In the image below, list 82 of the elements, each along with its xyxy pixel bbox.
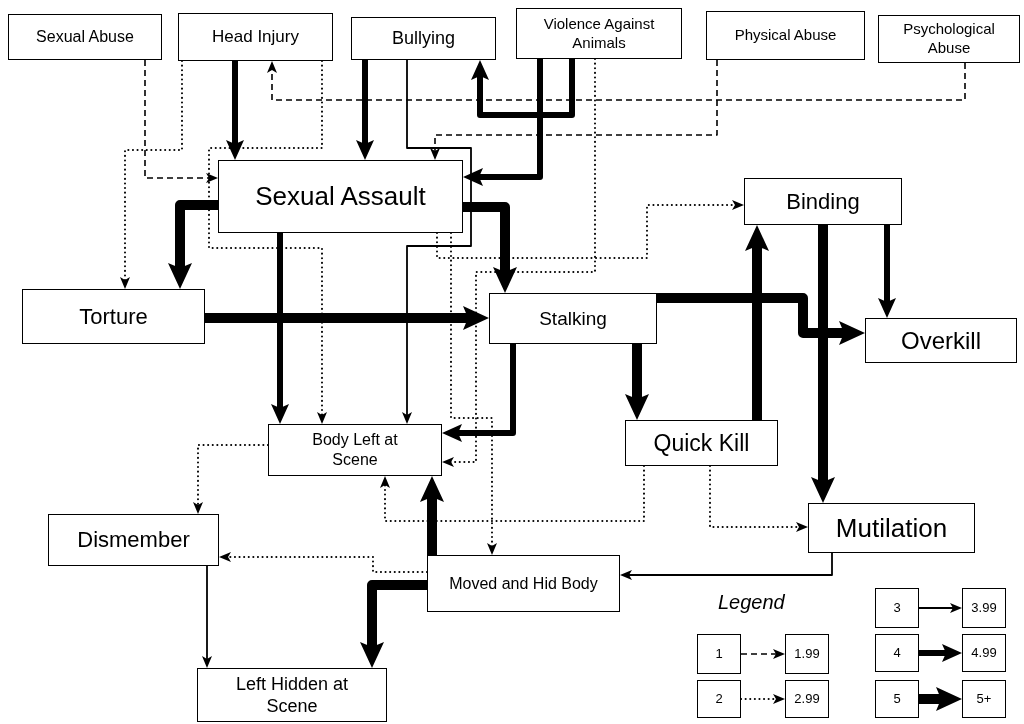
legend-box	[962, 588, 1006, 628]
arrow	[402, 59, 472, 424]
node-label: Bullying	[391, 27, 455, 50]
legend-box	[875, 588, 919, 628]
behavior-box	[268, 424, 442, 476]
node-label: Violence Against Animals	[542, 14, 656, 53]
arrow	[267, 61, 966, 101]
node-label: Psychological Abuse	[902, 20, 996, 58]
arrow	[811, 225, 835, 503]
legend-box	[785, 634, 829, 674]
arrow	[918, 603, 962, 613]
cause-box	[706, 11, 865, 60]
arrow	[919, 644, 962, 662]
cause-box	[351, 17, 496, 60]
arrow	[271, 233, 289, 424]
legend-box	[875, 680, 919, 718]
node-label: Sexual Assault	[255, 180, 426, 213]
arrow	[740, 649, 785, 659]
arrow	[471, 59, 575, 118]
arrow	[430, 59, 718, 160]
node-label: 4.99	[971, 644, 997, 662]
arrow	[442, 344, 516, 442]
legend-box	[875, 634, 919, 672]
node-label: 4	[893, 644, 901, 662]
node-label: Head Injury	[212, 26, 299, 48]
arrow	[436, 200, 744, 259]
node-label: Mutilation	[835, 511, 948, 545]
node-label: Physical Abuse	[734, 26, 837, 45]
legend-box	[697, 634, 741, 674]
node-label: Body Left at Scene	[311, 430, 399, 470]
node-label: Torture	[79, 302, 148, 331]
cause-box	[178, 13, 333, 61]
node-label: Quick Kill	[653, 428, 750, 458]
behavior-box	[48, 514, 219, 566]
arrow	[919, 687, 962, 711]
behavior-box	[22, 289, 205, 344]
arrow	[745, 225, 769, 420]
node-label: Stalking	[539, 306, 607, 331]
legend-box	[785, 680, 829, 718]
legend-box	[962, 634, 1006, 672]
arrow	[168, 200, 218, 289]
node-label: 3.99	[971, 599, 997, 617]
arrow	[463, 202, 517, 293]
arrow	[420, 476, 444, 555]
cause-box	[878, 15, 1020, 63]
arrow	[205, 306, 489, 330]
cause-box	[8, 14, 162, 60]
arrow	[878, 225, 896, 318]
node-label: Binding	[786, 187, 860, 216]
arrow	[625, 344, 649, 420]
node-label: 2	[715, 690, 723, 708]
behavior-box	[744, 178, 902, 225]
behavior-box	[489, 293, 657, 344]
arrow	[620, 552, 833, 580]
legend-box	[697, 680, 741, 718]
behavior-box	[427, 555, 620, 612]
legend-box	[962, 680, 1006, 718]
arrow	[360, 580, 427, 668]
node-label: Left Hidden at Scene	[234, 672, 350, 718]
legend-title: Legend	[718, 592, 785, 612]
behavior-box	[625, 420, 778, 466]
arrow	[657, 293, 865, 345]
node-label: Dismember	[77, 526, 190, 554]
arrow	[226, 61, 244, 160]
behavior-box	[865, 318, 1017, 363]
node-label: 3	[893, 599, 901, 617]
node-label: 1	[715, 645, 723, 663]
behavior-box	[218, 160, 463, 233]
arrow	[144, 59, 218, 183]
arrow	[356, 60, 374, 160]
behavior-box	[197, 668, 387, 722]
cause-box	[516, 8, 682, 59]
behavior-box	[808, 503, 975, 553]
arrow	[202, 565, 212, 668]
node-label: 2.99	[794, 690, 820, 708]
node-label: 5	[893, 690, 901, 708]
arrow	[463, 59, 543, 186]
node-label: Moved and Hid Body	[449, 573, 598, 594]
node-label: Sexual Abuse	[36, 27, 134, 47]
node-label: 5+	[976, 690, 992, 708]
node-label: Overkill	[901, 325, 981, 356]
node-label: 1.99	[794, 645, 820, 663]
